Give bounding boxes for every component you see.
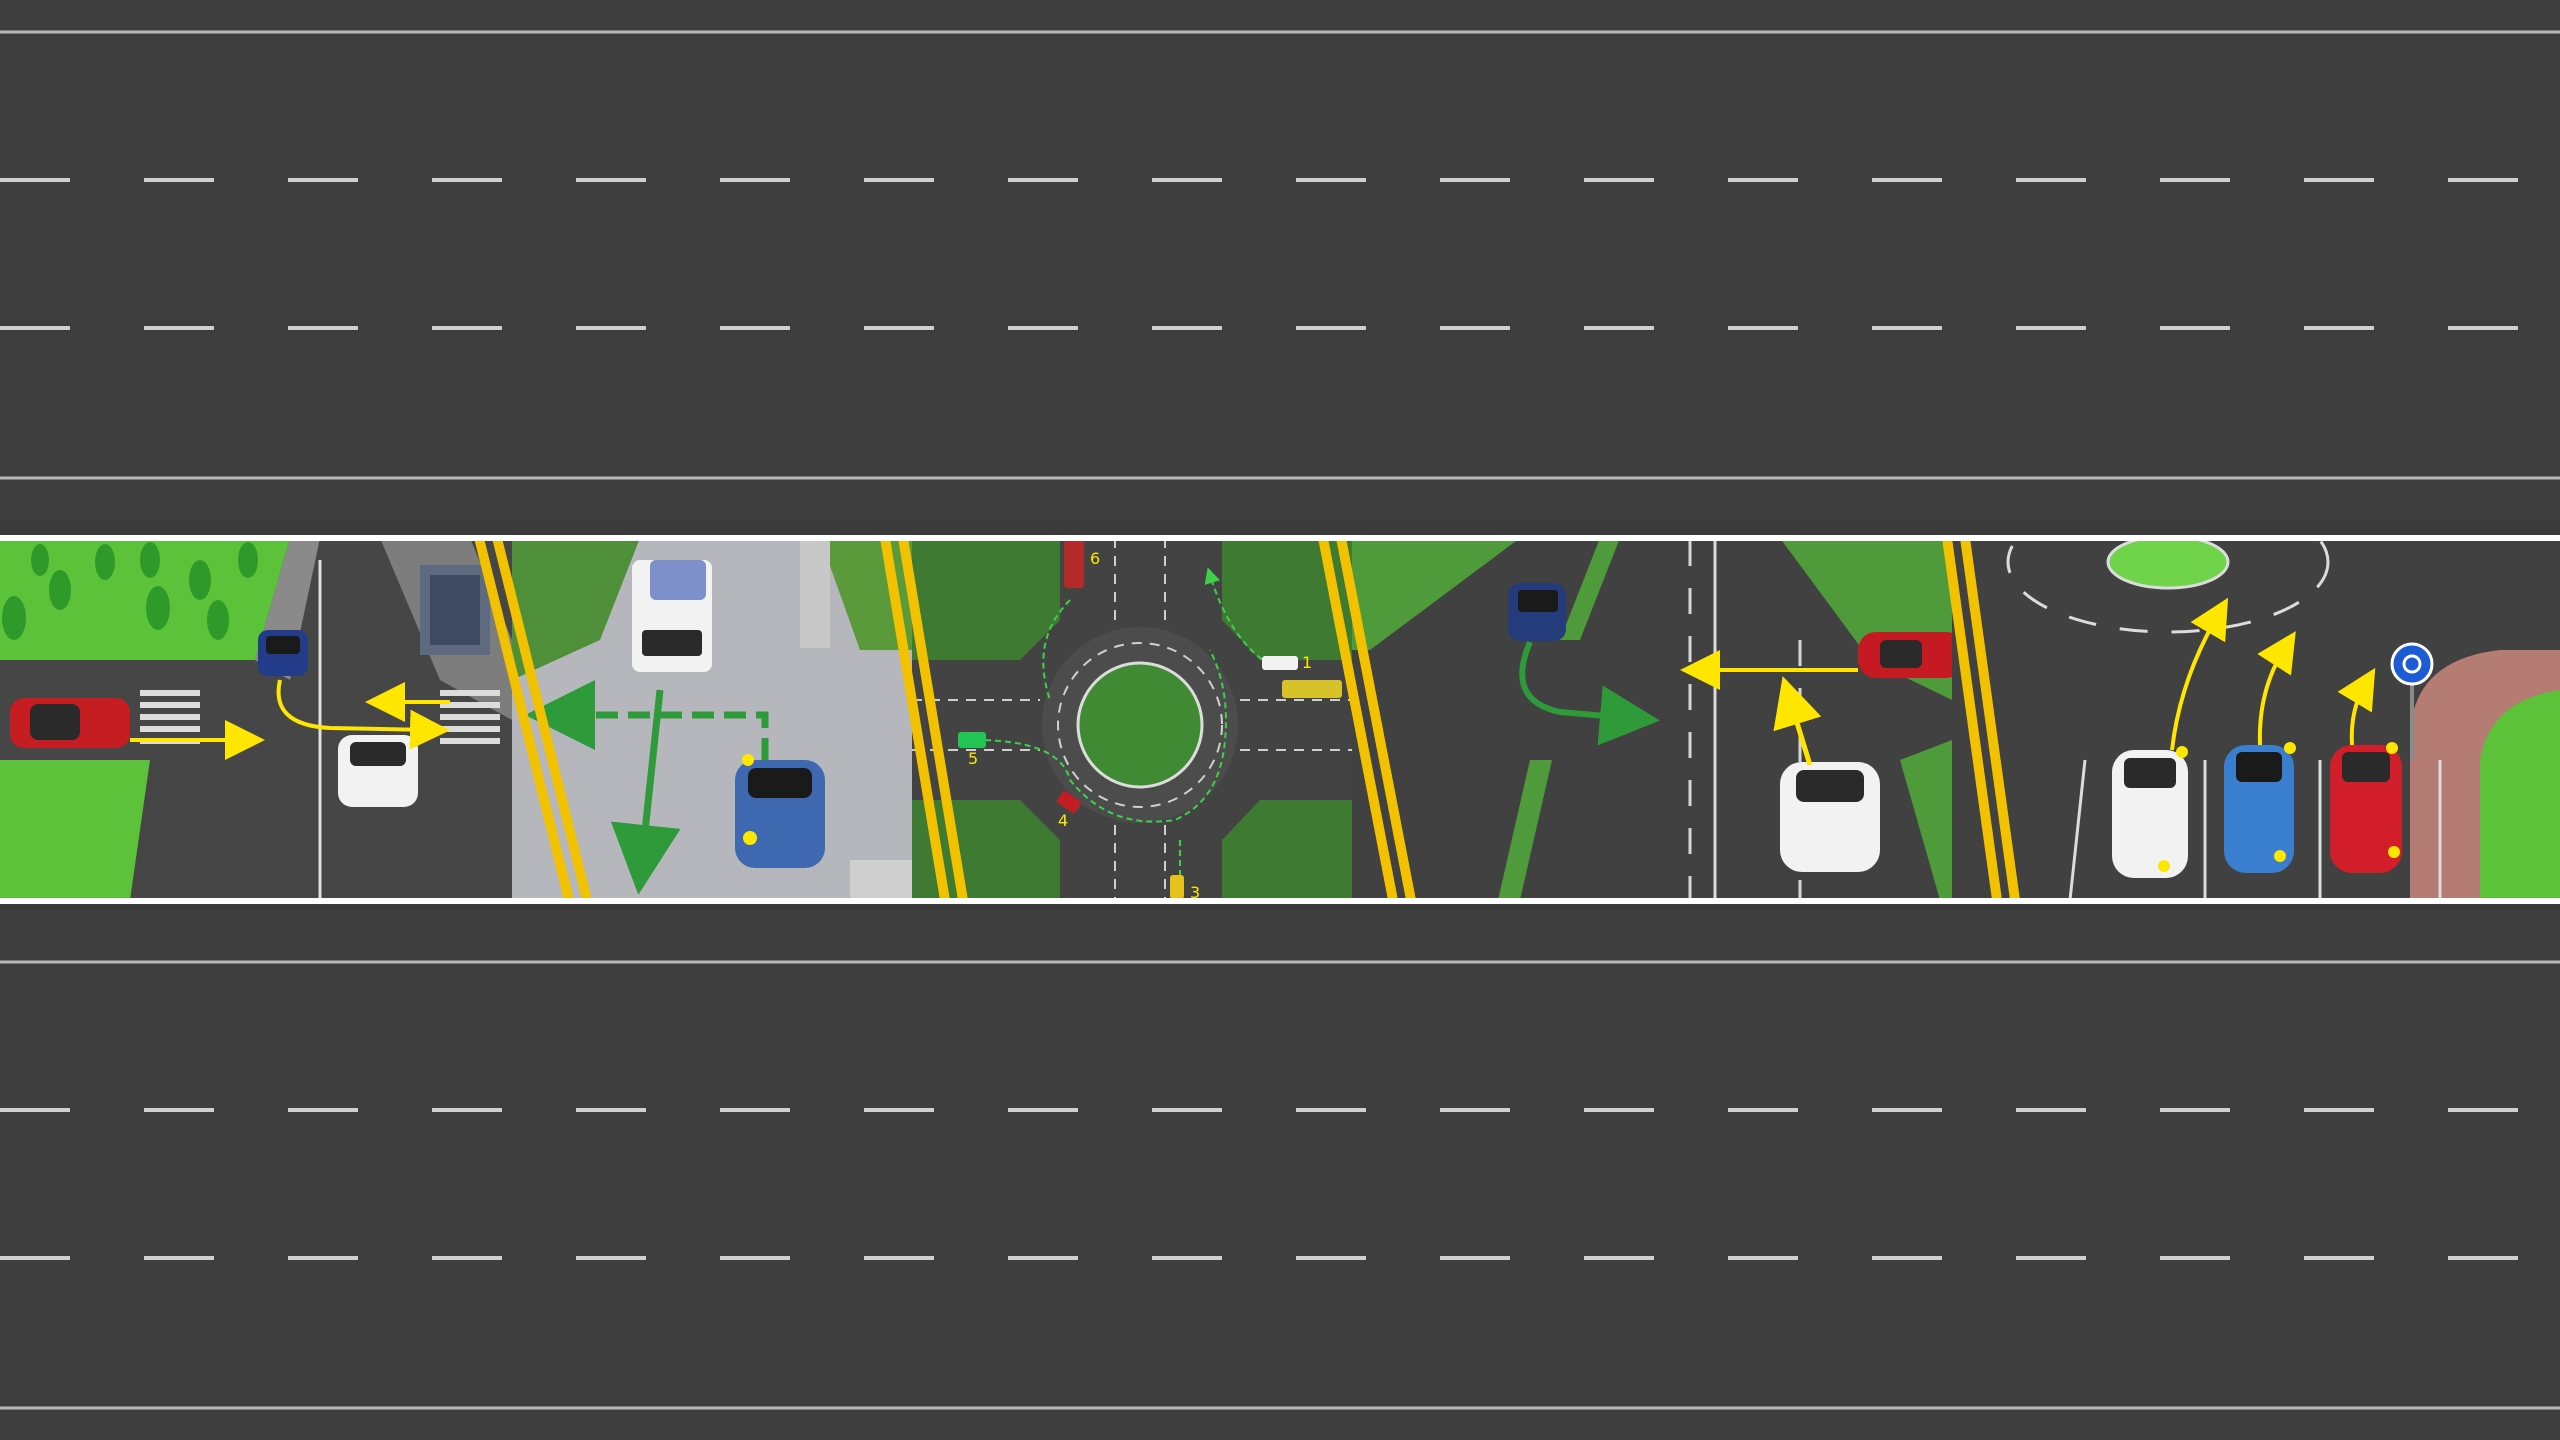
truck-icon [632, 560, 712, 672]
roundabout-label-5: 5 [968, 749, 978, 768]
roundabout-label-3: 3 [1190, 883, 1200, 902]
car-red-icon [2330, 742, 2402, 873]
panel-crosswalk-intersection [0, 538, 512, 900]
car-red-icon [10, 698, 130, 748]
top-road [0, 0, 2560, 520]
roundabout-label-6: 6 [1090, 549, 1100, 568]
car-blue-icon [258, 630, 308, 676]
car-navy-icon [1508, 583, 1566, 641]
car-red-icon [1858, 632, 1952, 678]
roundabout-sign-icon [2390, 642, 2434, 760]
arrow-yellow-icon [130, 679, 450, 760]
arrow-yellow-icon [1680, 650, 1858, 766]
panel-roundabout-entry [1952, 538, 2560, 900]
banner-border-bottom [0, 898, 2560, 904]
car-white-icon [2112, 746, 2188, 878]
arrow-green-icon [525, 680, 769, 895]
banner-border-top [0, 535, 2560, 541]
bottom-road [0, 910, 2560, 1440]
panel-separators [474, 538, 2020, 900]
car-blue-icon [2224, 742, 2296, 873]
roundabout-label-1: 1 [1302, 653, 1312, 672]
panel-roundabout-numbered: 1 3 4 5 6 [912, 538, 1352, 902]
tree-icon [2, 542, 258, 640]
roundabout-label-4: 4 [1058, 811, 1068, 830]
arrow-green-icon [1519, 640, 1660, 746]
panel-lane-change [1352, 538, 1952, 900]
car-white-icon [338, 735, 418, 807]
car-blue-icon [735, 754, 825, 868]
car-white-icon [1780, 762, 1880, 872]
